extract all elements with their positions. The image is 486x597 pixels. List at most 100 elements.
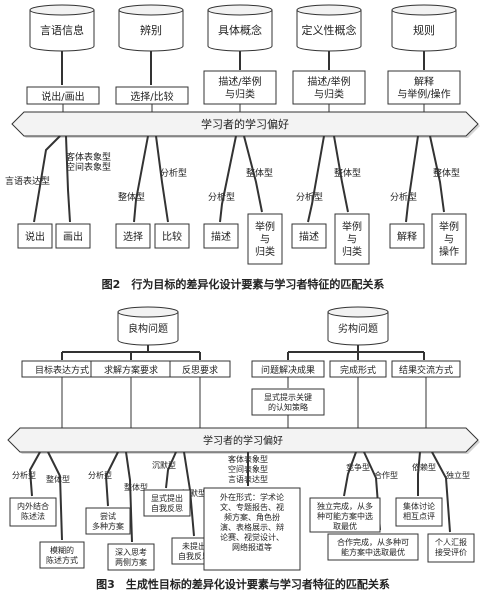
fig3-leaf-7 [203, 487, 301, 571]
fig2-leaf-label: 描述 [299, 230, 319, 243]
fig3-mid-label-2: 求解方案要求 [104, 364, 158, 376]
fig3-branch-label: 沉默型 [182, 488, 206, 498]
fig2-top-label-2: 辨别 [140, 23, 162, 37]
fig3-caption: 图3 生成性目标的差异化设计要素与学习者特征的匹配关系 [96, 577, 390, 591]
text-line: 与归类 [225, 88, 255, 101]
fig2-leaf-label: 比较 [162, 230, 182, 243]
fig2-branch-label: 言语表达型 [5, 175, 50, 187]
fig2-leaf-8 [334, 213, 370, 265]
fig3-note-box [251, 388, 325, 416]
fig2-leaf-label: 举例与操作 [439, 220, 459, 258]
text-line: 与举例/操作 [397, 88, 450, 101]
fig2-leaf-label: 选择 [123, 230, 143, 243]
text-line: 接受评价 [435, 547, 467, 557]
text-line: 文、专题报告、视 [220, 502, 284, 512]
fig3-leaf-2 [39, 541, 85, 569]
fig3-leaf-label: 个人汇报接受评价 [435, 537, 467, 557]
fig3-note-label: 显式提示关键的认知策略 [264, 392, 312, 412]
text-line: 相互点评 [403, 511, 435, 521]
fig2-branch-label: 整体型 [334, 167, 361, 179]
fig2-caption: 图2 行为目标的差异化设计要素与学习者特征的匹配关系 [102, 277, 385, 291]
fig3-leaf-label: 尝试多种方案 [92, 511, 124, 531]
text-line: 网络报道等 [232, 542, 272, 552]
fig2-leaf-9 [389, 223, 425, 249]
fig2-top-box-1: 言语信息 [29, 4, 95, 52]
fig3-preference-band [7, 427, 479, 453]
fig3-leaf-11 [427, 533, 475, 563]
text-line: 与 [260, 234, 270, 246]
fig2-top-box-5: 规则 [391, 4, 457, 52]
fig2-leaf-label: 解释 [397, 230, 417, 243]
fig2-branch-label: 分析型 [208, 191, 235, 203]
figure-3: 良构问题 劣构问题 目标表达方式 求解方案要求 反思要求 问题解决成果 完成形式… [7, 306, 480, 591]
fig3-leaf-label: 内外结合陈述法 [17, 501, 49, 521]
fig3-leaf-8 [309, 497, 381, 533]
fig2-band-label: 学习者的学习偏好 [201, 117, 289, 131]
fig2-top-label-4: 定义性概念 [302, 23, 357, 37]
fig2-branch-label: 分析型 [296, 191, 323, 203]
fig3-leaf-label: 模糊的陈述方式 [46, 545, 78, 565]
fig3-branch-label: 整体型 [46, 474, 70, 484]
fig3-mid-label-1: 目标表达方式 [35, 364, 89, 376]
fig3-leaf-1 [9, 497, 57, 527]
fig2-branch-label: 空间表象型 [66, 161, 111, 173]
fig2-branch-label: 客体表象型 [66, 151, 111, 163]
fig2-leaf-label: 说出 [25, 230, 45, 243]
fig2-top-box-4: 定义性概念 [296, 4, 362, 52]
fig2-top-box-3: 具体概念 [207, 4, 273, 52]
text-line: 陈述法 [21, 511, 45, 521]
fig3-top-label-2: 劣构问题 [338, 322, 378, 335]
fig2-top-label-1: 言语信息 [40, 23, 84, 37]
text-line: 归类 [342, 245, 362, 258]
text-line: 种可能方案中选 [317, 511, 373, 521]
fig2-leaf-4 [154, 223, 190, 249]
text-line: 陈述方式 [46, 555, 78, 565]
fig3-leaf-label: 显式提出自我反思 [151, 493, 183, 513]
fig3-leaf-9 [327, 533, 419, 561]
fig2-mid-label-3: 描述/举例与归类 [218, 75, 261, 101]
fig2-leaf-label: 举例与归类 [255, 220, 275, 258]
fig2-mid-label-2: 选择/比较 [130, 90, 173, 103]
fig3-band-label: 学习者的学习偏好 [203, 434, 283, 447]
text-line: 取最优 [333, 521, 357, 531]
fig2-leaf-label: 举例与归类 [342, 220, 362, 258]
fig3-mid-label-5: 完成形式 [340, 364, 376, 376]
fig2-mid-label-1: 说出/画出 [41, 90, 84, 103]
fig2-leaf-7 [291, 223, 327, 249]
text-line: 能方案中选取最优 [341, 547, 405, 557]
fig3-branch-label: 独立型 [446, 470, 470, 480]
fig2-top-label-5: 规则 [413, 23, 435, 37]
fig3-leaf-label: 独立完成，从多种可能方案中选取最优 [317, 501, 373, 531]
text-line: 自我反思 [178, 551, 210, 561]
figure-2: 言语信息 辨别 具体概念 定义性概念 规则 说出/画出 [5, 4, 480, 291]
text-line: 频方案、角色扮 [224, 512, 280, 522]
fig3-leaf-5 [143, 489, 191, 517]
fig2-branch-label: 分析型 [160, 167, 187, 179]
fig3-leaf-label: 深入思考两侧方案 [115, 548, 147, 567]
fig3-branch-label: 整体型 [124, 482, 148, 492]
fig2-leaf-2 [55, 223, 91, 249]
fig3-leaf-label: 集体讨论相互点评 [403, 501, 435, 521]
fig3-branch-label: 依赖型 [412, 462, 436, 472]
fig2-branch-label: 整体型 [118, 191, 145, 203]
fig2-mid-label-4: 描述/举例与归类 [307, 75, 350, 101]
text-line: 多种方案 [92, 521, 124, 531]
text-line: 与 [347, 234, 357, 246]
fig2-preference-band [11, 111, 479, 137]
fig3-branch-label: 分析型 [12, 470, 36, 480]
fig3-top-box-1: 良构问题 [117, 306, 179, 346]
fig3-leaf-label: 外在形式：学术论文、专题报告、视频方案、角色扮演、表格展示、辩论赛、视觉设计、网… [220, 492, 284, 552]
fig3-top-box-2: 劣构问题 [327, 306, 389, 346]
fig2-branch-label: 分析型 [390, 191, 417, 203]
fig2-leaf-1 [17, 223, 53, 249]
fig2-leaf-5 [203, 223, 239, 249]
text-line: 归类 [255, 245, 275, 258]
text-line: 与归类 [314, 88, 344, 101]
fig3-branch-label: 分析型 [88, 470, 112, 480]
fig2-mid-label-5: 解释与举例/操作 [397, 75, 450, 101]
fig3-branch-label: 竞争型 [346, 462, 370, 472]
fig3-branch-label: 合作型 [374, 470, 398, 480]
fig3-leaf-3 [85, 507, 131, 535]
fig3-mid-label-4: 问题解决成果 [261, 364, 315, 376]
fig3-top-label-1: 良构问题 [128, 322, 168, 335]
